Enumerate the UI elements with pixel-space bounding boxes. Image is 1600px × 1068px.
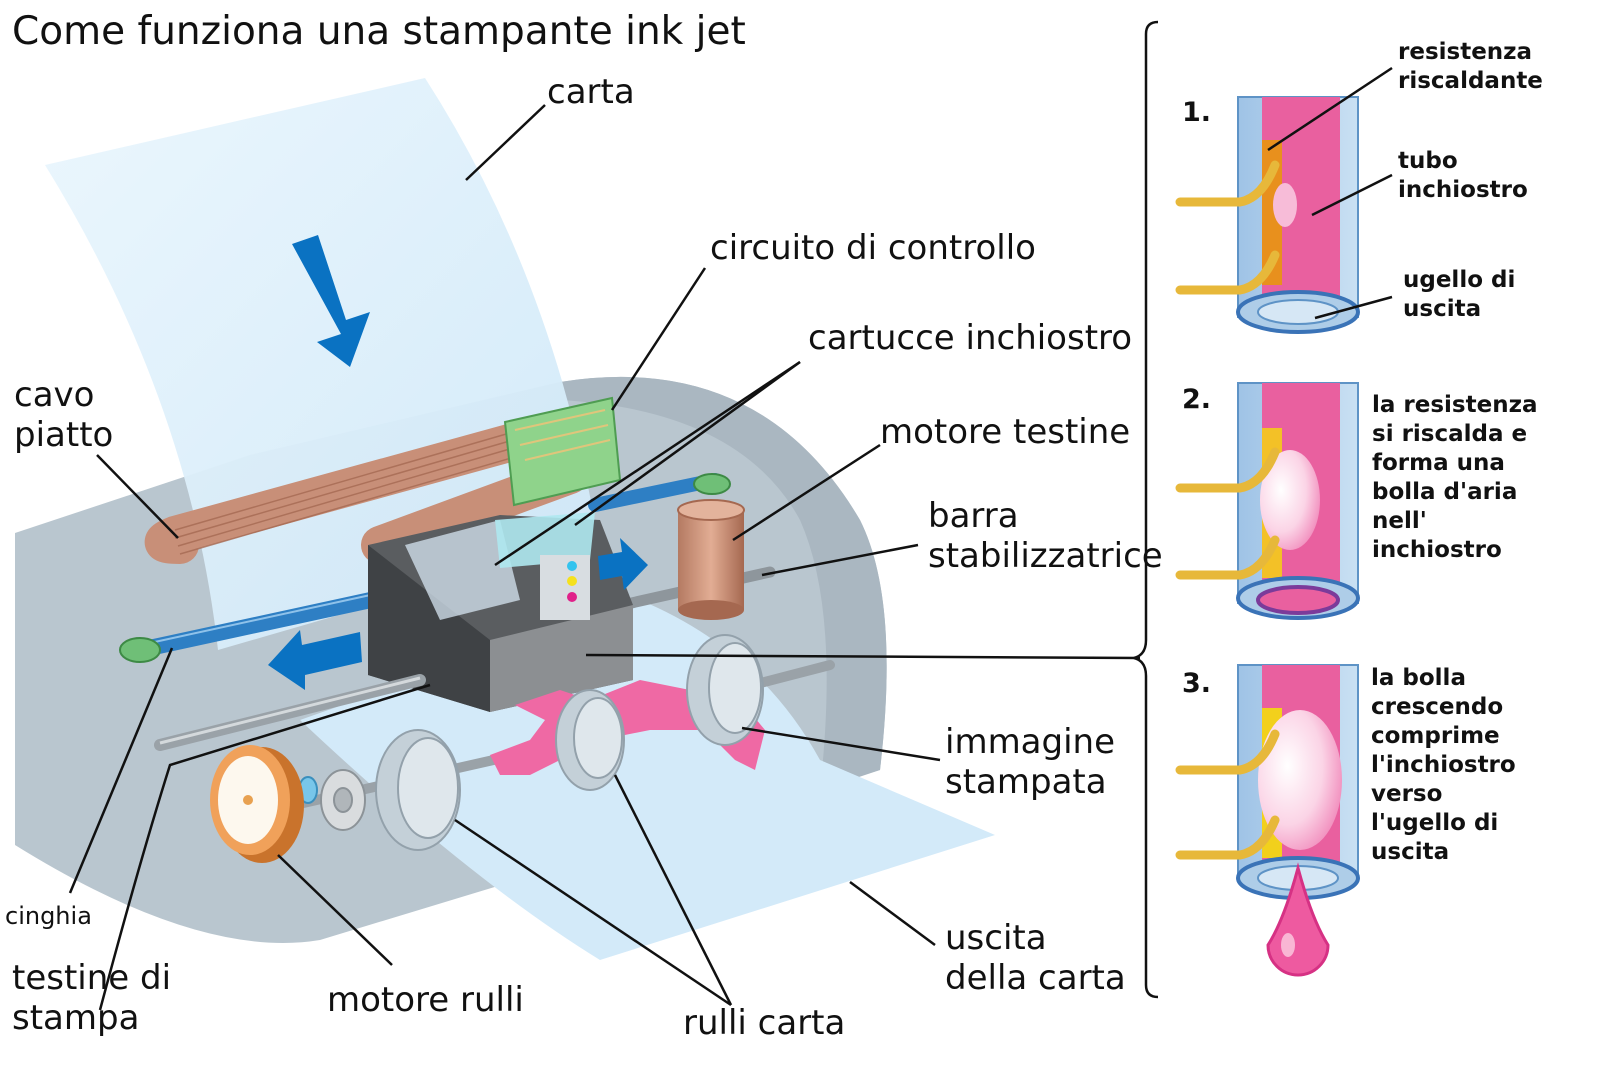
brace	[1133, 20, 1159, 999]
label-cartucce: cartucce inchiostro	[808, 318, 1133, 358]
roller-back	[686, 634, 764, 746]
paper-direction-arrow	[292, 235, 370, 367]
print-head-carriage	[368, 512, 633, 712]
head-motor	[677, 499, 745, 620]
roller-front	[375, 729, 461, 851]
printer-body-shade	[560, 376, 887, 790]
belt-pulley-left	[119, 637, 161, 663]
nozzle-2	[1175, 382, 1360, 620]
gear	[320, 769, 366, 831]
step-number-3: 3.	[1182, 668, 1212, 699]
nozzle-1	[1175, 96, 1360, 334]
belt-pulley-right	[693, 473, 731, 495]
label-motore-rulli: motore rulli	[327, 980, 524, 1020]
roller-motor	[210, 745, 304, 863]
arrow-left	[268, 630, 362, 690]
page-title: Come funziona una stampante ink jet	[12, 9, 746, 54]
belt-front	[132, 590, 388, 658]
label-rulli: rulli carta	[683, 1003, 846, 1043]
flat-cable-lines	[174, 429, 526, 555]
step1-pointer-lines	[1267, 66, 1393, 320]
label-carta: carta	[547, 72, 635, 112]
step-number-2: 2.	[1182, 384, 1212, 415]
pointer-lines	[68, 104, 1141, 1011]
stabilizer-bar-front	[154, 674, 426, 751]
label-cinghia: cinghia	[5, 902, 92, 930]
nozzle-3	[1175, 664, 1360, 977]
label-motore-testine: motore testine	[880, 412, 1131, 452]
label-circuito: circuito di controllo	[710, 228, 1036, 268]
roller-middle	[555, 689, 625, 791]
arrow-right	[598, 538, 648, 590]
step-number-1: 1.	[1182, 97, 1212, 128]
